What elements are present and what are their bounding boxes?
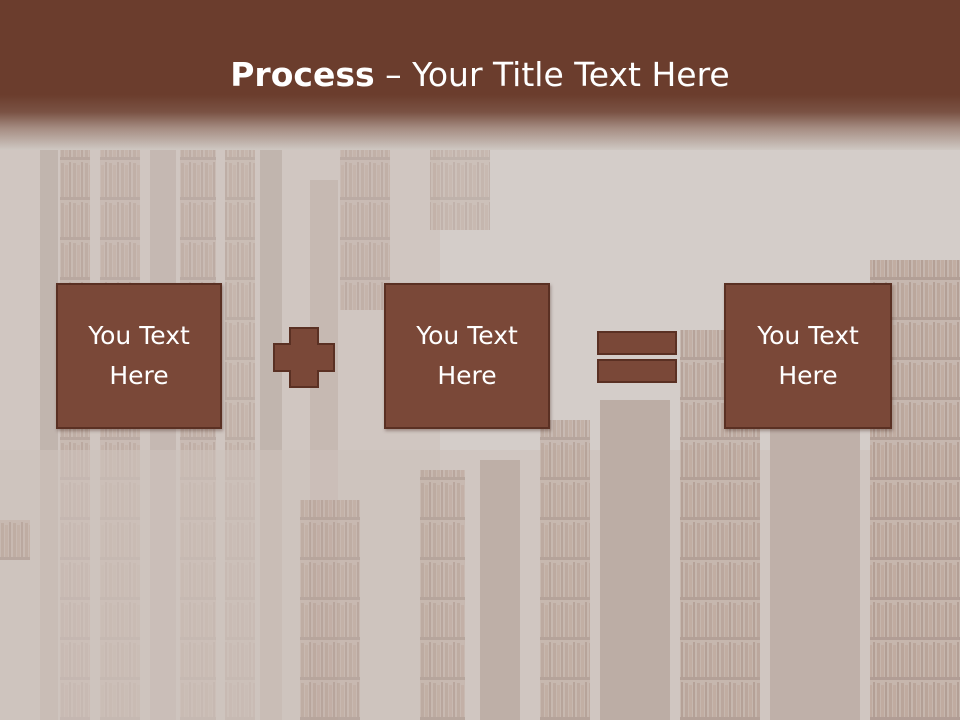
text-box-2-label: You Text Here <box>416 321 518 390</box>
title-bar <box>0 0 960 150</box>
text-box-1-label: You Text Here <box>88 321 190 390</box>
text-box-3[interactable]: You Text Here <box>724 283 892 429</box>
title-rest: – Your Title Text Here <box>374 55 730 94</box>
slide-title: Process – Your Title Text Here <box>0 52 960 98</box>
text-box-3-label: You Text Here <box>757 321 859 390</box>
plus-center-fill <box>291 329 317 386</box>
title-bold: Process <box>230 55 375 94</box>
equals-top-bar <box>597 331 677 355</box>
text-box-2[interactable]: You Text Here <box>384 283 550 429</box>
text-box-1[interactable]: You Text Here <box>56 283 222 429</box>
equals-bottom-bar <box>597 359 677 383</box>
